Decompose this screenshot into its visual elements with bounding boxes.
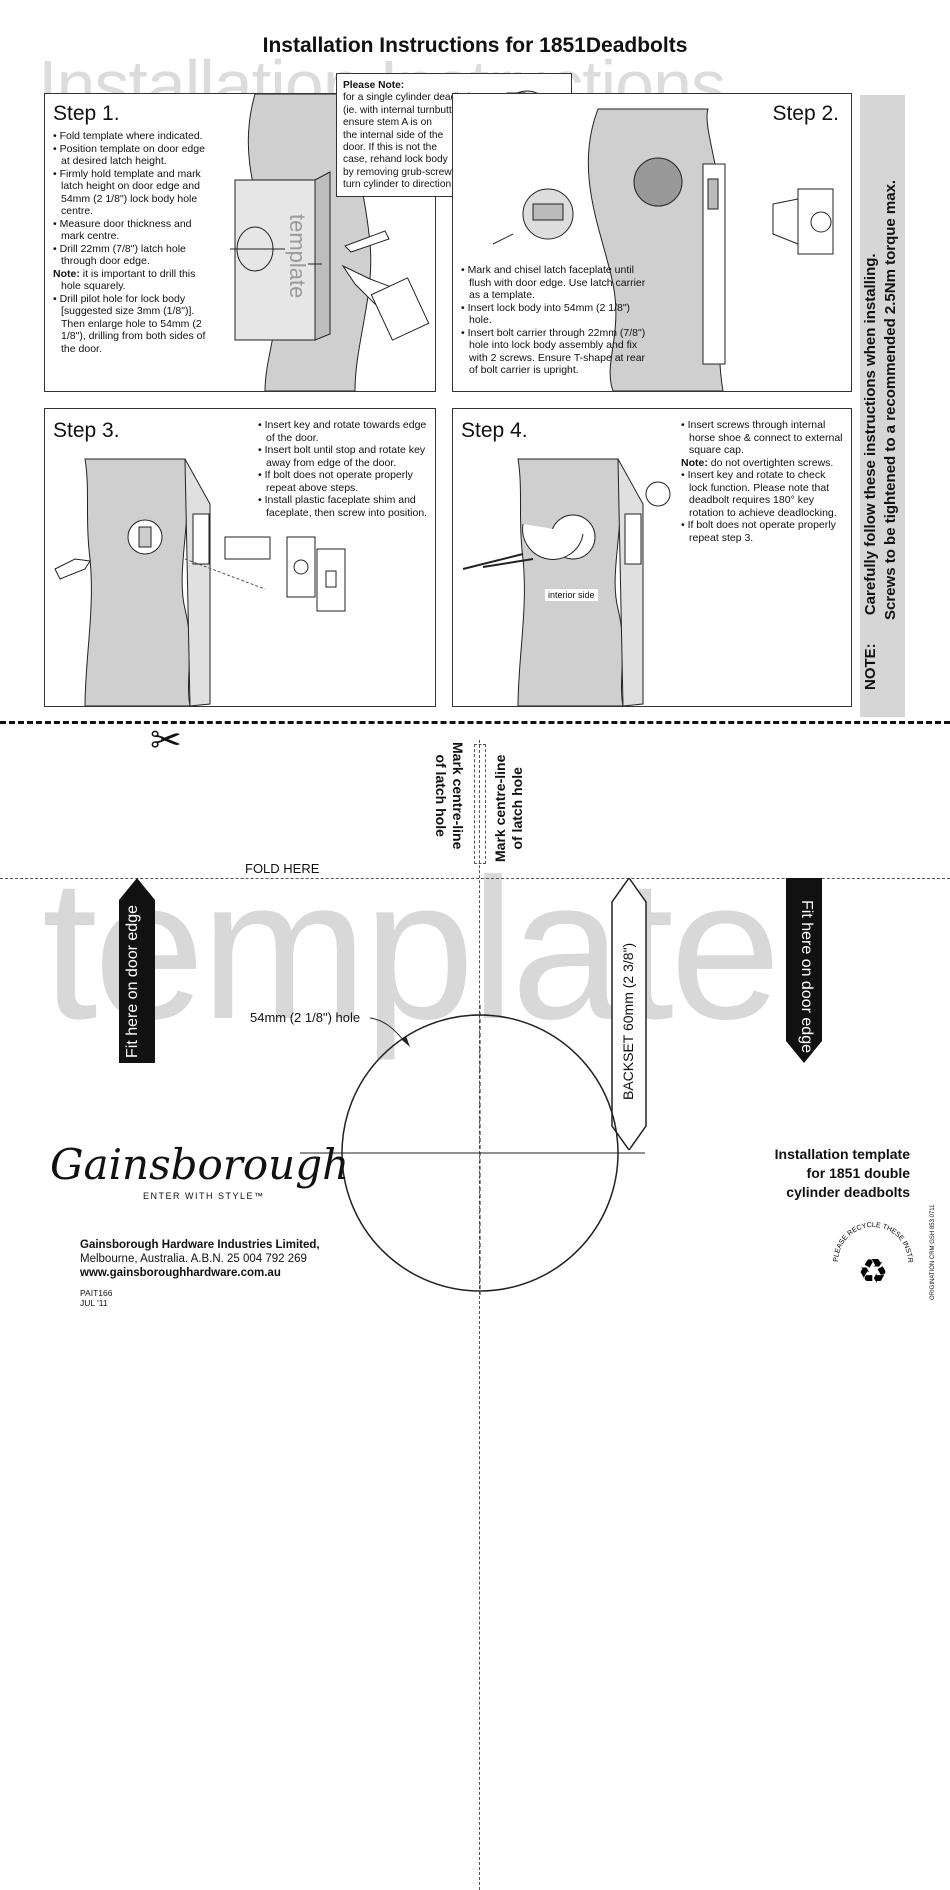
fit-here-left-arrow (119, 878, 155, 1063)
interior-side-label: interior side (545, 589, 598, 601)
caption-line: Installation template (774, 1146, 910, 1162)
step1-template-word: template (285, 214, 310, 298)
hole-label: 54mm (2 1/8") hole (250, 1010, 361, 1025)
please-note-line: ensure stem A is on (343, 117, 432, 129)
please-note-line: (ie. with internal turnbutton) (343, 104, 467, 116)
step1-illustration: template (230, 94, 430, 391)
hole-diagram (300, 1005, 645, 1295)
template-watermark: template (42, 838, 781, 1061)
centre-line (479, 740, 480, 1890)
step2-line: • Mark and chisel latch faceplate until … (461, 264, 646, 301)
side-note-line1: Carefully follow these instructions when… (862, 253, 879, 616)
caption-line: for 1851 double (806, 1165, 910, 1181)
step3-line: • Install plastic faceplate shim and fac… (258, 494, 428, 519)
please-note-heading: Please Note: (343, 80, 405, 91)
svg-text:♻: ♻ (858, 1252, 888, 1292)
step4-line: • Insert screws through internal horse s… (681, 419, 843, 456)
step4-label: Step 4. (461, 419, 528, 442)
origination-code: ORIGINATION CRM GSH 853 0711 (930, 1204, 936, 1300)
please-note-line: the internal side of the (343, 129, 444, 141)
step2-instructions: • Mark and chisel latch faceplate until … (461, 264, 646, 377)
side-note-text: NOTE: Carefully follow these instruction… (862, 253, 879, 690)
step3-line: • Insert bolt until stop and rotate key … (258, 444, 426, 469)
step1-line: • Fold template where indicated. (53, 130, 203, 142)
recycle-icon: PLEASE RECYCLE THESE INSTRUCTIONS ♻ (826, 1215, 913, 1292)
step1-line: • Position template on door edge at desi… (53, 142, 205, 168)
company-info: Gainsborough Hardware Industries Limited… (80, 1239, 320, 1279)
mark-centre-box (474, 744, 486, 864)
scissors-icon: ✂ (150, 720, 182, 762)
side-note-text-2: Screws to be tightened to a recommended … (882, 180, 899, 620)
step3-panel: Step 3. • Insert key and rotate towards … (44, 408, 436, 707)
brand-logo: Gainsborough (50, 1140, 350, 1189)
please-note-line: by removing grub-screw with allen key pr… (343, 166, 560, 178)
step1-line: • Drill pilot hole for lock body [sugges… (53, 292, 206, 355)
step3-instructions: • Insert key and rotate towards edge of … (258, 419, 430, 519)
mark-centre-right: Mark centre-line of latch hole (492, 754, 525, 862)
step3-line: • If bolt does not operate properly repe… (258, 469, 413, 494)
please-note-line: case, rehand lock body (343, 154, 448, 166)
step4-panel: Step 4. • Insert screws through internal… (452, 408, 852, 707)
step2-label: Step 2. (772, 102, 839, 125)
step2-line: • Insert bolt carrier through 22mm (7/8"… (461, 326, 646, 377)
fit-here-right-arrow (786, 878, 822, 1063)
side-note-bar (860, 95, 905, 717)
backset-arrow (611, 878, 647, 1150)
step1-line: • Measure door thickness and mark centre… (53, 217, 192, 243)
fold-line (0, 878, 950, 879)
step4-line: • Insert key and rotate to check lock fu… (681, 469, 837, 519)
step2-line: • Insert lock body into 54mm (2 1/8") ho… (461, 301, 631, 327)
step3-label: Step 3. (53, 419, 120, 442)
template-caption: Installation template for 1851 double cyli… (700, 1145, 910, 1202)
brand-tagline: ENTER WITH STYLE™ (143, 1191, 265, 1201)
step1-line: • Firmly hold template and mark latch he… (53, 167, 201, 218)
fit-here-left-label: Fit here on door edge (124, 905, 141, 1058)
please-note-line: door. If this is not the (343, 142, 438, 154)
step1-line: Note: it is important to drill this hole… (53, 267, 196, 293)
step2-panel: Step 2. • Mark and chisel latch faceplat… (452, 93, 852, 392)
step2-illustration (492, 108, 834, 391)
please-note-line: turn cylinder to direction and re-fasten… (343, 179, 517, 191)
page-title: Installation Instructions for 1851Deadbo… (262, 34, 688, 57)
step4-line: Note: do not overtighten screws. (681, 456, 834, 469)
mark-centre-left: Mark centre-line of latch hole (433, 742, 466, 850)
fit-here-right-label: Fit here on door edge (798, 900, 815, 1053)
step1-line: • Drill 22mm (7/8") latch hole through d… (53, 242, 186, 268)
fold-here-label: FOLD HERE (245, 861, 320, 876)
step3-line: • Insert key and rotate towards edge of … (258, 419, 427, 444)
step1-instructions: • Fold template where indicated.• Positi… (53, 130, 208, 355)
step4-line: • If bolt does not operate properly repe… (681, 519, 836, 544)
step4-instructions: • Insert screws through internal horse s… (681, 419, 846, 544)
doc-code-block: PAIT166 JUL '11 (80, 1288, 113, 1308)
step4-illustration (462, 458, 671, 706)
please-note-text: for a single cylinder deadbolt(ie. with … (343, 92, 573, 191)
step3-illustration (54, 458, 346, 706)
side-note-line2: Screws to be tightened to a recommended … (882, 179, 899, 620)
please-note-line: for a single cylinder deadbolt (343, 92, 473, 104)
step1-label: Step 1. (53, 102, 120, 125)
caption-line: cylinder deadbolts (786, 1184, 910, 1200)
cut-line (0, 721, 950, 724)
side-note-label: NOTE: (862, 643, 879, 690)
